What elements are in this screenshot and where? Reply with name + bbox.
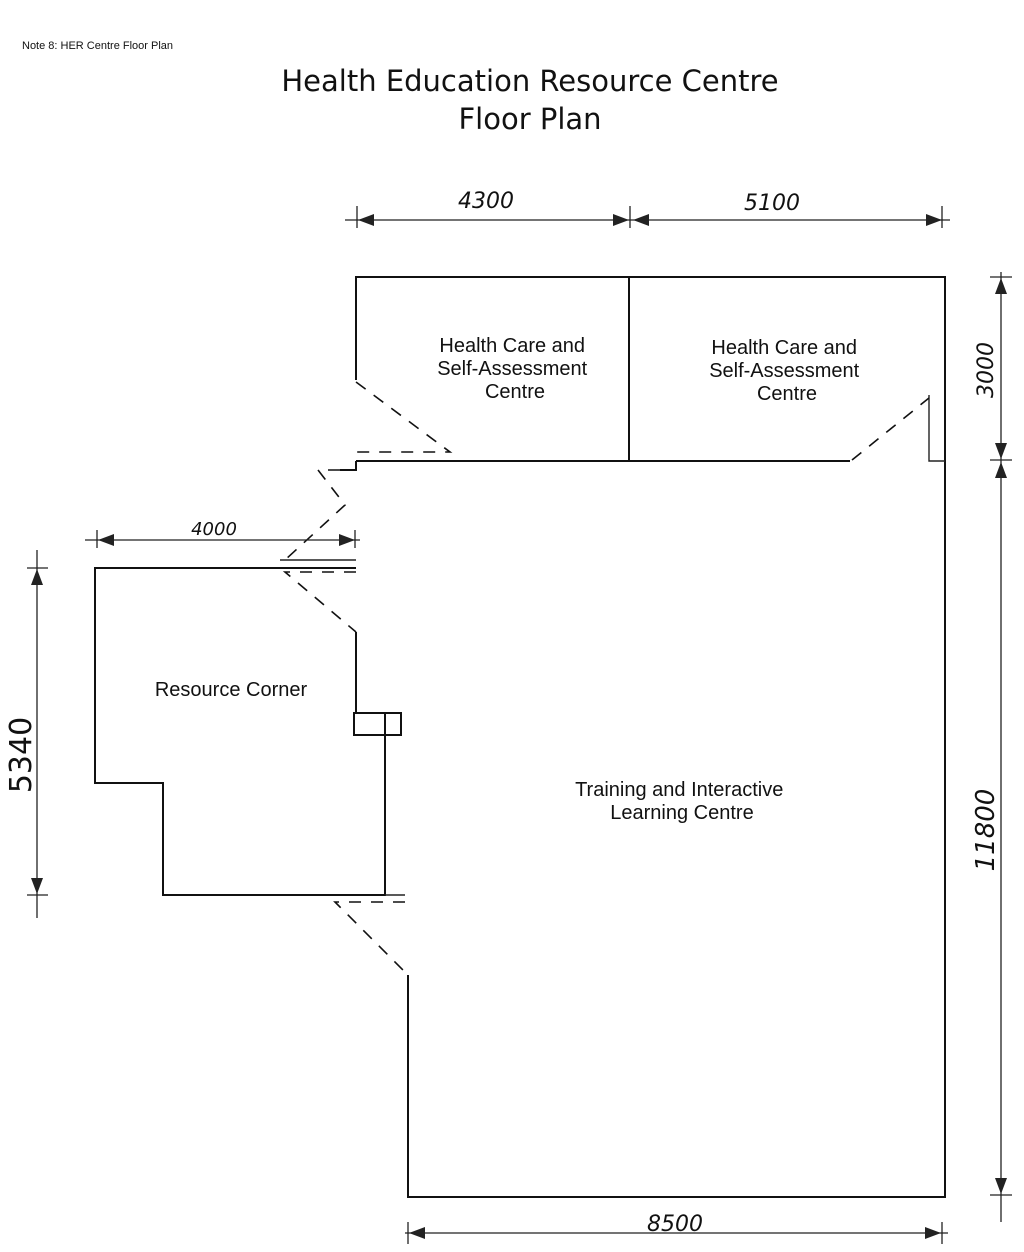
room-label-line: Self-Assessment [437, 358, 587, 380]
arrow-icon [995, 462, 1007, 478]
dim-label-bottom: 8500 [647, 1212, 703, 1237]
arrow-icon [995, 1178, 1007, 1194]
door-swings [282, 381, 930, 973]
room-label-line: Centre [757, 383, 817, 405]
arrow-icon [613, 214, 629, 226]
dim-label-left-height: 5340 [4, 717, 39, 793]
room-label-line: Health Care and [711, 337, 857, 359]
arrow-icon [358, 214, 374, 226]
room-label-resource-corner: Resource Corner [155, 679, 308, 701]
dim-label-right-main: 11800 [971, 789, 1001, 872]
title-line-2: Floor Plan [458, 102, 602, 136]
left-step [340, 461, 357, 471]
right-door-jamb [928, 395, 945, 462]
room-label-line: Self-Assessment [709, 360, 859, 382]
title-line-1: Health Education Resource Centre [281, 64, 779, 98]
door-swing-resource [282, 571, 357, 633]
resource-corner-walls [94, 567, 386, 896]
note-label: Note 8: HER Centre Floor Plan [22, 40, 174, 52]
arrow-icon [925, 1227, 941, 1239]
arrow-icon [995, 443, 1007, 459]
arrow-icon [409, 1227, 425, 1239]
dim-label-left-width: 4000 [191, 519, 237, 540]
door-swing-lower [333, 901, 406, 973]
door-swing-entry [284, 469, 347, 561]
dim-label-top-left: 4300 [458, 189, 514, 214]
arrow-icon [31, 878, 43, 894]
door-swing-hc-left [355, 381, 453, 453]
page-title: Health Education Resource Centre Floor P… [230, 62, 830, 138]
arrow-icon [926, 214, 942, 226]
dimension-lines [27, 206, 1012, 1244]
door-swing-hc-right [851, 397, 930, 461]
room-label-line: Learning Centre [610, 802, 753, 824]
top-wall [355, 276, 946, 1198]
room-label-training: Training and Interactive Learning Centre [575, 779, 789, 824]
arrow-icon [339, 534, 355, 546]
arrow-icon [98, 534, 114, 546]
room-label-line: Centre [485, 381, 545, 403]
arrow-icon [633, 214, 649, 226]
room-label-hc-left: Health Care and Self-Assessment Centre [437, 335, 593, 403]
room-label-line: Health Care and [439, 335, 585, 357]
arrow-icon [995, 278, 1007, 294]
wall-niche [353, 712, 402, 736]
dim-label-top-right: 5100 [744, 191, 800, 216]
arrow-icon [31, 569, 43, 585]
outer-walls [94, 276, 946, 1198]
dimension-arrows [31, 214, 1007, 1239]
dim-label-right-top: 3000 [974, 342, 999, 398]
room-label-line: Training and Interactive [575, 779, 783, 801]
room-label-hc-right: Health Care and Self-Assessment Centre [709, 337, 865, 405]
